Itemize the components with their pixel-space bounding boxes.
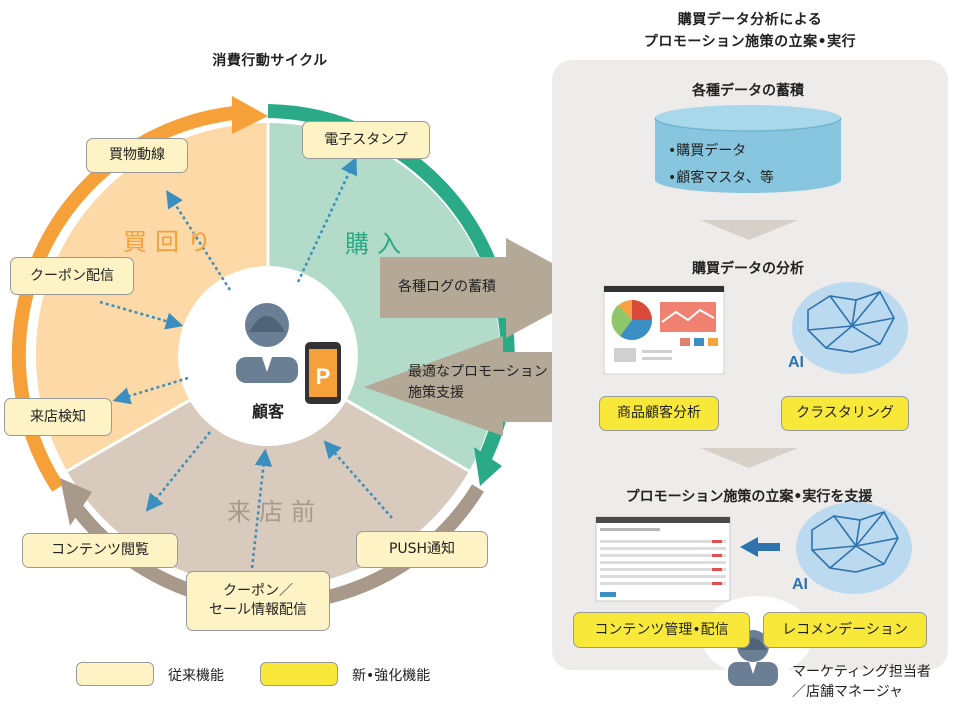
- feature-box-visit: 来店検知: [4, 398, 112, 436]
- promotion-support-arrow: [364, 336, 590, 436]
- svg-text:P: P: [316, 364, 331, 389]
- ai-brain-icon: [792, 282, 908, 374]
- database-contents: •購買データ •顧客マスタ、等: [668, 138, 774, 191]
- recommendation-box: レコメンデーション: [763, 612, 927, 648]
- coupon-sale-line-2: セール情報配信: [209, 602, 307, 618]
- arrow-to-coupon-sale: [250, 448, 273, 569]
- legend-existing-swatch: [76, 662, 154, 686]
- purchase-ring-arrowhead: [474, 447, 502, 486]
- staff-label-line-2: ／店舗マネージャ: [792, 684, 904, 701]
- pre-visit-ring-arrowhead: [60, 478, 92, 526]
- arrow-to-route: [166, 190, 232, 291]
- product-customer-analysis-box: 商品顧客分析: [599, 396, 719, 431]
- feature-box-stamp: 電子スタンプ: [302, 121, 430, 159]
- db-line-2: •顧客マスタ、等: [668, 169, 774, 186]
- database-icon: [654, 105, 842, 193]
- promotion-support-line-1: 最適なプロモーション: [408, 364, 548, 380]
- shopping-label: 買回り: [123, 228, 219, 256]
- clustering-box: クラスタリング: [781, 396, 909, 431]
- feature-box-route: 買物動線: [86, 138, 188, 173]
- arrow-to-stamp: [296, 156, 358, 283]
- legend-new-label: 新•強化機能: [352, 668, 431, 684]
- staff-label-line-1: マーケティング担当者: [792, 664, 931, 680]
- cycle-title: 消費行動サイクル: [212, 53, 328, 69]
- content-management-box: コンテンツ管理•配信: [573, 612, 750, 648]
- staff-label: マーケティング担当者 ／店舗マネージャ: [792, 662, 931, 703]
- customer-label: 顧客: [251, 402, 284, 421]
- ai-to-content-arrow: [740, 537, 780, 557]
- step1-title: 各種データの蓄積: [692, 83, 804, 99]
- step1-down-arrow: [700, 220, 798, 240]
- smartphone-icon: P: [305, 342, 341, 404]
- feature-box-push: PUSH通知: [356, 531, 488, 568]
- arrow-to-visit: [112, 376, 189, 405]
- step2-title: 購買データの分析: [692, 261, 804, 277]
- analysis-title: 購買データ分析による プロモーション施策の立案•実行: [610, 10, 890, 53]
- legend-new-swatch: [260, 662, 338, 686]
- analysis-title-line-1: 購買データ分析による: [677, 12, 823, 28]
- ai-brain-icon: [796, 502, 912, 594]
- feature-box-coupon-sale: クーポン／ セール情報配信: [186, 571, 330, 631]
- analysis-title-line-2: プロモーション施策の立案•実行: [643, 33, 857, 50]
- ai-label: AI: [788, 354, 804, 371]
- log-accumulation-arrow: [380, 238, 598, 338]
- pre-visit-label: 来店前: [227, 498, 323, 526]
- shopping-ring-arrowhead: [232, 96, 268, 134]
- customer-person-icon: [236, 303, 298, 383]
- step2-down-arrow: [700, 448, 798, 468]
- feature-box-content-view: コンテンツ閲覧: [22, 533, 178, 568]
- arrow-to-content-view: [145, 431, 211, 512]
- log-accumulation-text: 各種ログの蓄積: [398, 279, 496, 295]
- promotion-support-line-2: 施策支援: [408, 385, 464, 401]
- arrow-to-coupon: [99, 300, 184, 330]
- legend-existing-label: 従来機能: [168, 668, 224, 684]
- purchase-label: 購入: [345, 230, 409, 258]
- coupon-sale-line-1: クーポン／: [223, 583, 293, 600]
- ai-label: AI: [792, 576, 808, 593]
- step3-title: プロモーション施策の立案•実行を支援: [625, 489, 873, 505]
- content-admin-screen-icon: [595, 516, 731, 602]
- dashboard-chart-icon: [603, 285, 725, 375]
- feature-box-coupon: クーポン配信: [10, 257, 134, 295]
- promotion-support-text: 最適なプロモーション 施策支援: [408, 362, 548, 404]
- arrow-to-push: [323, 440, 393, 519]
- db-line-1: •購買データ: [668, 143, 747, 159]
